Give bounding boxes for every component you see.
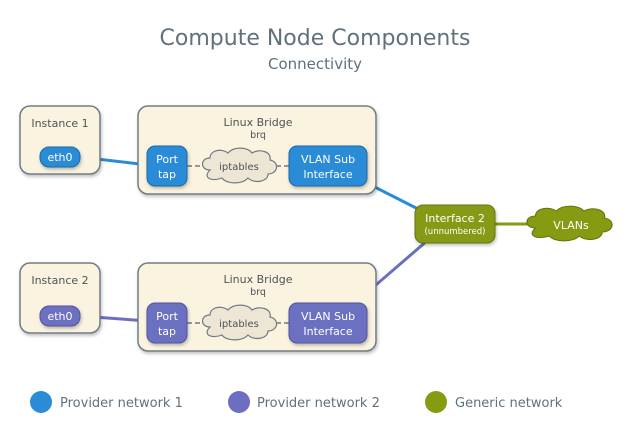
linux-bridge-2-sublabel: brq [250, 287, 266, 298]
instance-2-eth0[interactable] [39, 305, 81, 327]
vlans-label: VLANs [553, 219, 589, 232]
vlan-sub-interface-1[interactable] [288, 145, 368, 187]
iptables-1-label: iptables [219, 162, 259, 173]
instance-1-eth0[interactable] [39, 146, 81, 168]
port-tap-1[interactable] [146, 145, 188, 187]
port-tap-2[interactable] [146, 302, 188, 344]
port-tap-1-line2: tap [158, 168, 176, 181]
linux-bridge-1-label: Linux Bridge [224, 116, 293, 129]
interface-2-box [414, 204, 496, 244]
vlan-sub-interface-1-line1: VLAN Sub [301, 153, 355, 166]
vlan-sub-interface-1-line2: Interface [303, 168, 352, 181]
legend-provider1-label: Provider network 1 [60, 396, 183, 411]
instance-1-box[interactable]: Instance 1 eth0 [19, 105, 101, 175]
vlans-cloud[interactable]: VLANs [526, 205, 613, 242]
iptables-2-label: iptables [219, 319, 259, 330]
instance-1-label: Instance 1 [31, 117, 88, 130]
legend: Provider network 1 Provider network 2 Ge… [30, 391, 563, 413]
instance-2-box[interactable]: Instance 2 eth0 [19, 262, 101, 334]
port-tap-2-line2: tap [158, 325, 176, 338]
legend-provider2-label: Provider network 2 [257, 396, 380, 411]
interface-2-sublabel: (unnumbered) [424, 227, 485, 237]
interface-2-label: Interface 2 [425, 212, 485, 225]
legend-provider2-swatch [228, 391, 250, 413]
vlan-sub-interface-2-line2: Interface [303, 325, 352, 338]
linux-bridge-2-label: Linux Bridge [224, 273, 293, 286]
interface-2[interactable]: Interface 2 (unnumbered) [414, 204, 496, 244]
instance-1-eth0-label: eth0 [47, 151, 72, 164]
diagram-title: Compute Node Components [160, 26, 471, 51]
legend-generic-swatch [425, 391, 447, 413]
legend-provider1-swatch [30, 391, 52, 413]
instance-2-label: Instance 2 [31, 274, 88, 287]
vlan-sub-interface-2[interactable] [288, 302, 368, 344]
instance-2-eth0-label: eth0 [47, 310, 72, 323]
linux-bridge-1[interactable]: Linux Bridge brq Port tap iptables VLAN … [137, 105, 377, 195]
legend-generic-label: Generic network [455, 396, 563, 411]
port-tap-1-line1: Port [156, 153, 178, 166]
port-tap-2-line1: Port [156, 310, 178, 323]
vlan-sub-interface-2-line1: VLAN Sub [301, 310, 355, 323]
diagram-subtitle: Connectivity [268, 55, 362, 73]
linux-bridge-2[interactable]: Linux Bridge brq Port tap iptables VLAN … [137, 262, 377, 352]
linux-bridge-1-sublabel: brq [250, 130, 266, 141]
